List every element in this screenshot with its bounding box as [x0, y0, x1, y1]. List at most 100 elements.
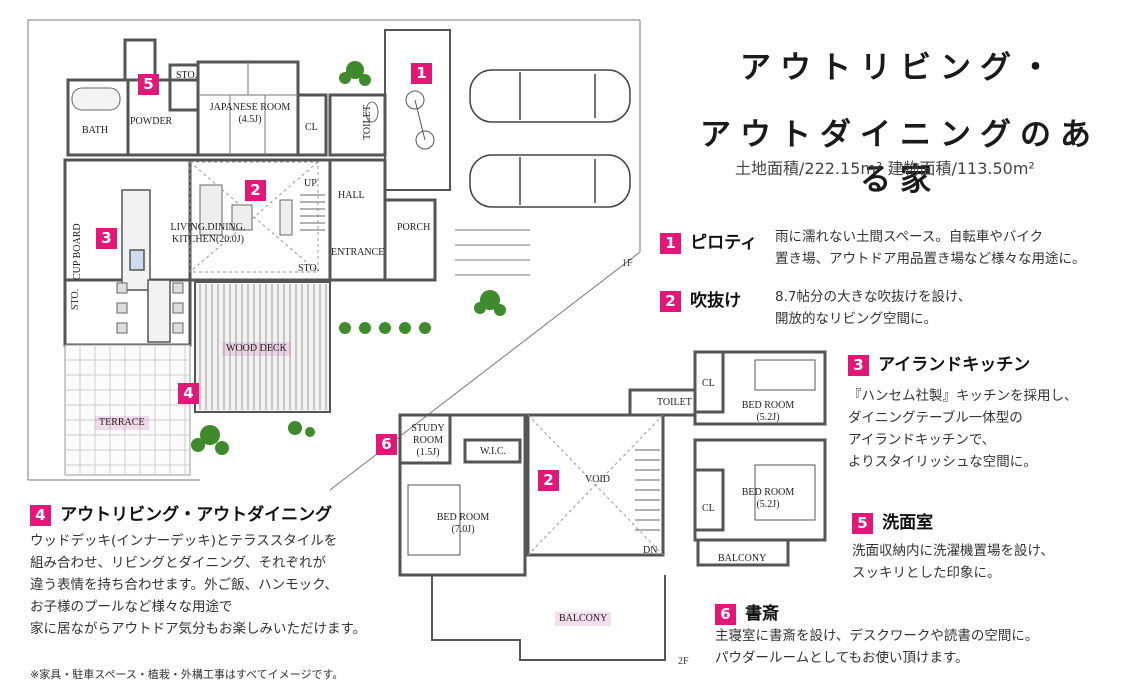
feature-1-desc: 雨に濡れない土間スペース。自転車やバイク 置き場、アウトドア用品置き場など様々な… — [775, 229, 1086, 267]
bed3-size: (7.0J) — [451, 524, 475, 535]
feature-title: 書斎 — [745, 604, 780, 624]
walls-2f — [398, 350, 827, 577]
feature-badge: 6 — [715, 604, 736, 625]
living-sofa — [199, 184, 293, 236]
feature-1: 1 ピロティ — [660, 228, 757, 254]
study-label-2: ROOM — [412, 435, 443, 446]
balcony-2f — [431, 575, 666, 661]
bed2-size: (5.2J) — [756, 499, 780, 510]
feature-title: 洗面室 — [882, 513, 934, 533]
marker-1f-5: 5 — [138, 74, 159, 95]
room-cupboard: CUP BOARD — [72, 223, 83, 280]
footnote: ※家具・駐車スペース・植栽・外構工事はすべてイメージです。 — [30, 668, 344, 681]
room-sto-top: STO. — [176, 70, 198, 81]
title-line-1: アウトリビング・ — [740, 50, 1060, 86]
room-bed-2: BED ROOM (5.2J) — [738, 487, 798, 511]
room-cl-2f-b: CL — [702, 503, 715, 514]
feature-3-desc: 『ハンセム社製』キッチンを採用し、 ダイニングテーブル一体型の アイランドキッチ… — [848, 388, 1078, 470]
page-title: アウトリビング・ アウトダイニングのある家 — [690, 42, 1110, 199]
room-powder: POWDER — [130, 116, 173, 127]
bathtub — [71, 87, 121, 111]
car-icon-top — [469, 69, 631, 123]
room-bed-3: BED ROOM (7.0J) — [433, 512, 493, 536]
feature-badge: 4 — [30, 505, 51, 526]
room-japanese: JAPANESE ROOM (4.5J) — [205, 102, 295, 126]
feature-title: アイランドキッチン — [878, 355, 1031, 375]
feature-4: 4 アウトリビング・アウトダイニング — [30, 500, 332, 526]
feature-3: 3 アイランドキッチン — [848, 350, 1030, 376]
plant-icons — [191, 61, 506, 455]
marker-1f-4: 4 — [178, 383, 199, 404]
room-wic: W.I.C. — [480, 446, 507, 457]
room-balcony-large: BALCONY — [555, 612, 612, 626]
room-balcony-small: BALCONY — [718, 553, 767, 564]
study-label: STUDY — [411, 423, 445, 434]
room-toilet-1f: TOILET — [362, 105, 373, 140]
bed2-label: BED ROOM — [741, 487, 795, 498]
feature-badge: 5 — [852, 513, 873, 534]
feature-badge: 1 — [660, 233, 681, 254]
marker-1f-1: 1 — [411, 63, 432, 84]
bed1-size: (5.2J) — [756, 412, 780, 423]
room-wood-deck: WOOD DECK — [222, 342, 291, 356]
marker-1f-3: 3 — [96, 228, 117, 249]
room-cl-1f: CL — [305, 122, 318, 133]
room-entrance: ENTRANCE — [331, 247, 385, 258]
room-study: STUDY ROOM (1.5J) — [408, 423, 448, 459]
feature-5: 5 洗面室 — [852, 508, 933, 534]
room-sto-left: STO. — [70, 288, 81, 310]
void-lines-2f — [527, 414, 664, 556]
feature-4-desc: ウッドデッキ(インナーデッキ)とテラススタイルを 組み合わせ、リビングとダイニン… — [30, 533, 367, 637]
room-ldk: LIVING.DINING. KITCHEN(20.0J) — [163, 222, 253, 246]
toilet-fixture-1f — [365, 101, 379, 123]
feature-title: アウトリビング・アウトダイニング — [60, 505, 333, 525]
feature-title: 吹抜け — [690, 291, 742, 311]
bed1-label: BED ROOM — [741, 400, 795, 411]
room-cl-2f-a: CL — [702, 378, 715, 389]
ldk-label: LIVING.DINING. — [170, 222, 246, 233]
piloti-area — [384, 29, 451, 191]
japanese-label: JAPANESE ROOM — [209, 102, 291, 113]
tatami-pattern — [198, 62, 298, 155]
floor-label-1f: 1F — [622, 258, 633, 269]
marker-2f-6: 6 — [376, 434, 397, 455]
room-sto-mid: STO. — [298, 263, 320, 274]
floor-label-2f: 2F — [678, 656, 689, 667]
feature-2-desc: 8.7帖分の大きな吹抜けを設け、 開放的なリビング空間に。 — [775, 289, 972, 327]
feature-6: 6 書斎 — [715, 599, 779, 625]
study-size: (1.5J) — [416, 447, 440, 458]
ldk-label-2: KITCHEN(20.0J) — [172, 234, 244, 245]
beds — [407, 359, 816, 556]
room-porch: PORCH — [397, 222, 431, 233]
stairs-dn-label: DN — [643, 545, 658, 556]
room-void: VOID — [585, 474, 610, 485]
stairs-up-label: UP — [304, 178, 317, 189]
room-hall: HALL — [338, 190, 365, 201]
dining-chairs — [116, 282, 184, 334]
kitchen-island — [121, 189, 171, 343]
feature-badge: 2 — [660, 291, 681, 312]
feature-5-desc: 洗面収納内に洗濯機置場を設け、 スッキリとした印象に。 — [852, 543, 1054, 581]
room-bath: BATH — [82, 125, 109, 136]
porch-steps — [455, 229, 530, 276]
area-info: 土地面積/222.15m² 建物面積/113.50m² — [735, 159, 1035, 178]
feature-2: 2 吹抜け — [660, 286, 741, 312]
room-bed-1: BED ROOM (5.2J) — [738, 400, 798, 424]
stairs-1f — [300, 194, 325, 231]
bicycle-icon — [405, 90, 435, 150]
feature-title: ピロティ — [690, 233, 758, 253]
marker-2f-2: 2 — [538, 470, 559, 491]
title-line-2: アウトダイニングのある家 — [700, 117, 1100, 198]
feature-6-desc: 主寝室に書斎を設け、デスクワークや読書の空間に。 パウダールームとしてもお使い頂… — [715, 628, 1039, 666]
feature-badge: 3 — [848, 355, 869, 376]
room-toilet-2f: TOILET — [657, 397, 692, 408]
room-terrace: TERRACE — [95, 416, 149, 430]
void-lines-1f — [189, 161, 319, 273]
stairs-2f — [635, 449, 660, 531]
japanese-size: (4.5J) — [238, 114, 262, 125]
car-icon-bottom — [469, 154, 631, 208]
marker-1f-2: 2 — [245, 180, 266, 201]
wood-deck — [194, 281, 331, 413]
bed3-label: BED ROOM — [436, 512, 490, 523]
